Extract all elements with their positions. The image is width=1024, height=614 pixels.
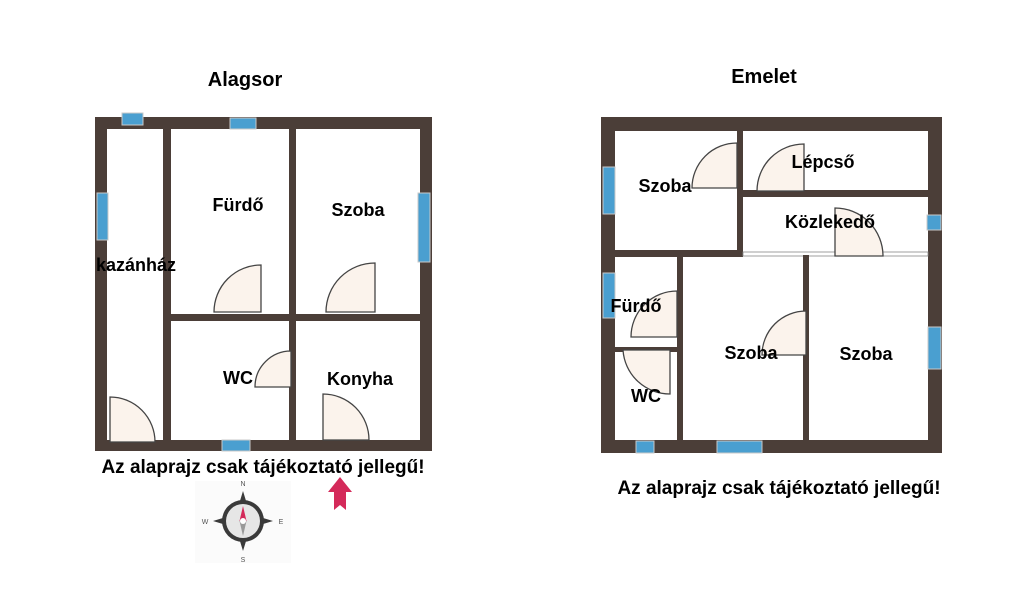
upper-doors (622, 142, 884, 395)
room-szoba-1: Szoba (638, 176, 692, 196)
room-kazanhaz: kazánház (96, 255, 176, 275)
basement-disclaimer: Az alaprajz csak tájékoztató jellegű! (101, 457, 424, 478)
basement-plan: Alagsor kazánház Fürdő Szoba WC (95, 69, 432, 478)
upper-floor-plan: Emelet (601, 66, 942, 499)
room-szoba: Szoba (331, 200, 385, 220)
room-furdo: Fürdő (611, 296, 662, 316)
basement-walls (95, 117, 432, 451)
room-szoba-3: Szoba (839, 344, 893, 364)
room-szoba-2: Szoba (724, 343, 778, 363)
basement-doors (109, 262, 376, 443)
compass-icon: N S E W (195, 481, 291, 564)
room-furdo: Fürdő (213, 195, 264, 215)
compass-e: E (279, 519, 284, 526)
room-lepcso: Lépcső (791, 152, 854, 172)
upper-disclaimer: Az alaprajz csak tájékoztató jellegű! (617, 478, 940, 499)
room-wc: WC (631, 386, 661, 406)
basement-windows (96, 112, 431, 452)
upper-windows (602, 166, 942, 454)
room-wc: WC (223, 368, 253, 388)
room-kozlekedo: Közlekedő (785, 212, 875, 232)
upper-floor-title: Emelet (731, 66, 797, 88)
compass-n: N (240, 481, 245, 488)
basement-title: Alagsor (208, 69, 283, 91)
compass-w: W (202, 519, 209, 526)
compass-s: S (241, 557, 246, 564)
room-konyha: Konyha (327, 369, 394, 389)
entrance-arrow-icon (328, 477, 352, 510)
